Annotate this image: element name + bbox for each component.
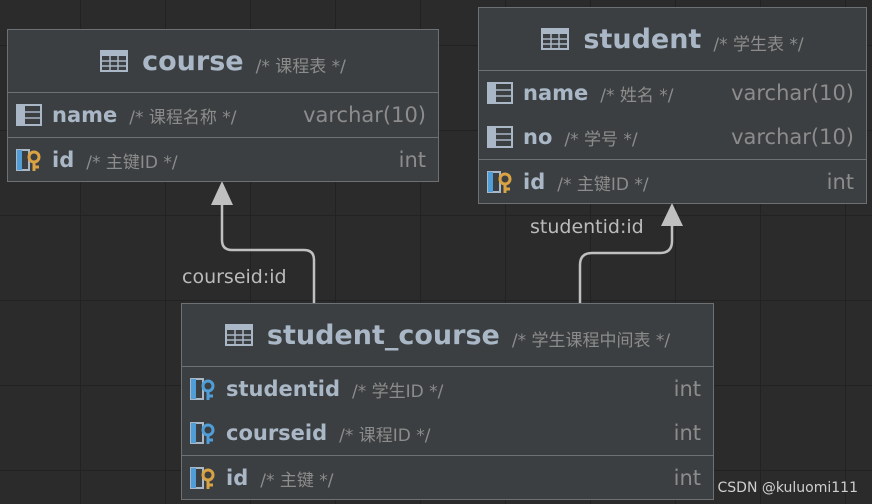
column-comment: /* 姓名 */ <box>600 85 674 106</box>
column-comment: /* 课程名称 */ <box>129 107 237 128</box>
table-icon <box>224 324 253 346</box>
relation-label-courseid: courseid:id <box>182 266 287 288</box>
column-type: int <box>673 377 701 401</box>
column-type: int <box>398 148 426 172</box>
column-type: varchar(10) <box>303 103 426 127</box>
column-type: varchar(10) <box>731 125 854 149</box>
column-row[interactable]: no /* 学号 */ varchar(10) <box>479 115 866 159</box>
relation-label-studentid: studentid:id <box>530 216 644 238</box>
column-name: courseid <box>226 421 328 445</box>
column-comment: /* 主键 */ <box>260 470 334 491</box>
table-header: course /* 课程表 */ <box>8 30 438 93</box>
primary-key-icon <box>16 149 41 171</box>
table-name: course <box>142 45 244 77</box>
table-name: student <box>583 23 702 55</box>
column-name: id <box>523 170 546 194</box>
column-row[interactable]: name /* 姓名 */ varchar(10) <box>479 71 866 115</box>
column-comment: /* 学号 */ <box>564 129 638 150</box>
column-name: no <box>523 125 553 149</box>
table-name: student_course <box>266 319 500 351</box>
column-comment: /* 主键ID */ <box>557 174 649 195</box>
table-header: student_course /* 学生课程中间表 */ <box>182 304 713 367</box>
column-name: studentid <box>226 377 340 401</box>
column-name: id <box>226 466 249 490</box>
column-row[interactable]: name /* 课程名称 */ varchar(10) <box>8 93 438 137</box>
column-icon <box>16 104 42 126</box>
column-type: int <box>826 170 854 194</box>
column-comment: /* 课程ID */ <box>339 425 431 446</box>
column-icon <box>487 82 513 104</box>
foreign-key-icon <box>190 378 215 400</box>
edge-studentid-arrow <box>661 203 683 226</box>
column-name: id <box>52 148 75 172</box>
primary-key-icon <box>190 467 215 489</box>
edge-courseid-arrow <box>211 181 233 205</box>
foreign-key-icon <box>190 422 215 444</box>
table-student-course[interactable]: student_course /* 学生课程中间表 */ studentid /… <box>181 303 714 500</box>
primary-key-icon <box>487 171 512 193</box>
column-name: name <box>523 81 589 105</box>
column-icon <box>487 126 513 148</box>
column-type: varchar(10) <box>731 81 854 105</box>
table-icon <box>541 28 570 50</box>
table-header: student /* 学生表 */ <box>479 8 866 71</box>
table-comment: /* 学生表 */ <box>713 34 804 55</box>
table-comment: /* 学生课程中间表 */ <box>511 330 671 351</box>
column-comment: /* 主键ID */ <box>86 152 178 173</box>
column-comment: /* 学生ID */ <box>351 381 444 402</box>
column-name: name <box>52 103 118 127</box>
column-row[interactable]: studentid /* 学生ID */ int <box>182 367 713 411</box>
column-row[interactable]: courseid /* 课程ID */ int <box>182 411 713 455</box>
column-row[interactable]: id /* 主键ID */ int <box>8 137 438 182</box>
table-icon <box>100 50 129 72</box>
watermark: CSDN @kuluomi111 <box>717 480 859 496</box>
column-type: int <box>673 421 701 445</box>
table-course[interactable]: course /* 课程表 */ name /* 课程名称 */ varchar… <box>7 29 439 182</box>
column-row[interactable]: id /* 主键ID */ int <box>479 159 866 204</box>
table-student[interactable]: student /* 学生表 */ name /* 姓名 */ varchar(… <box>478 7 867 204</box>
column-type: int <box>673 466 701 490</box>
column-row[interactable]: id /* 主键 */ int <box>182 455 713 500</box>
table-comment: /* 课程表 */ <box>255 56 346 77</box>
